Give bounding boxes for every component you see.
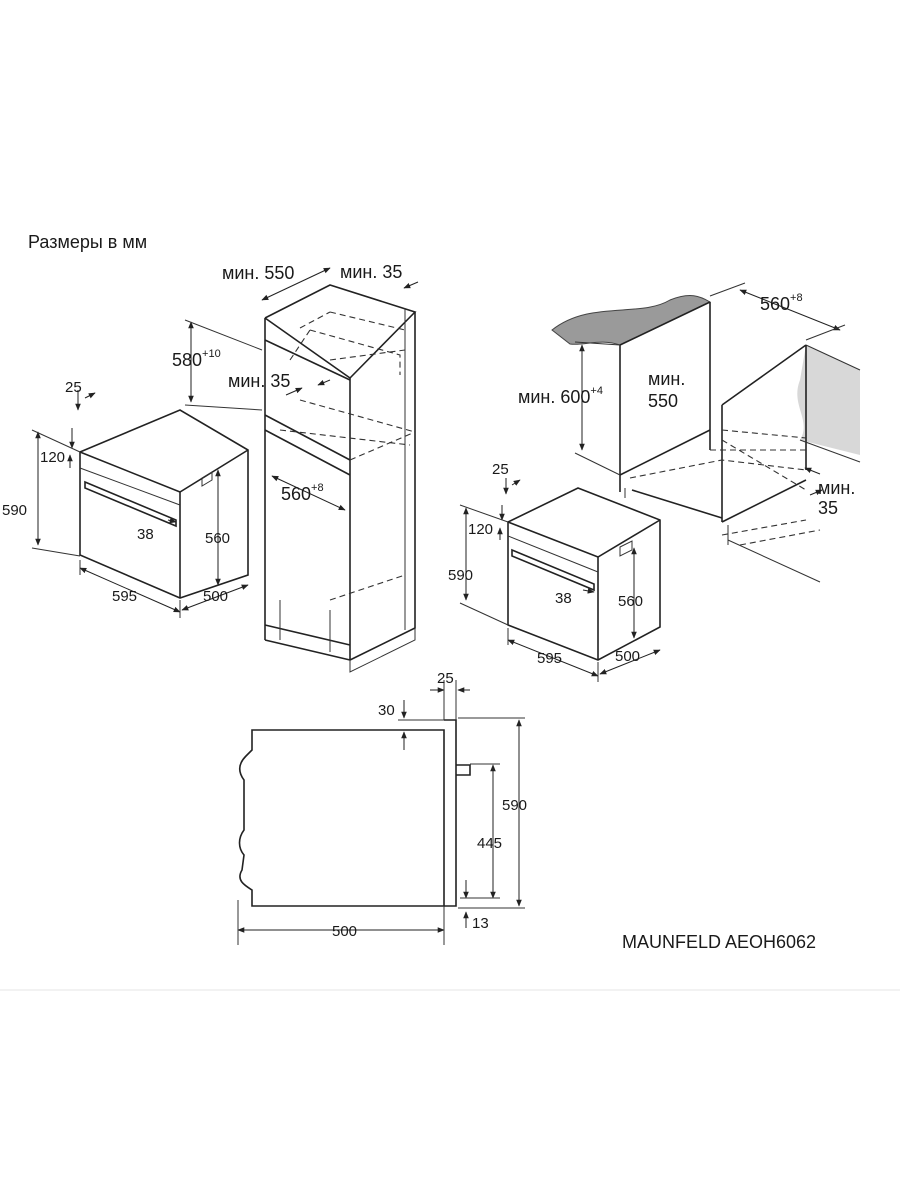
oven-left-500-label: 500 (203, 588, 228, 605)
oven-right (507, 487, 661, 661)
oven-left-120-label: 120 (40, 449, 65, 466)
side-view-dimensions (237, 680, 525, 945)
oven-left-560-label: 560 (205, 530, 230, 547)
undercounter-niche-width-label: 560+8 (760, 292, 803, 314)
undercounter-depth-min-line2: 550 (648, 391, 678, 411)
oven-left-590-label: 590 (2, 502, 27, 519)
diagram-title: Размеры в мм (28, 232, 147, 252)
oven-right-38-label: 38 (555, 590, 572, 607)
oven-left-25-label: 25 (65, 379, 82, 396)
tall-depth-min-label: мин. 550 (222, 263, 294, 283)
oven-side-view (238, 719, 471, 907)
undercounter-niche-height-label: мин. 600+4 (518, 385, 603, 407)
tall-vent-gap-label: мин. 35 (228, 371, 290, 391)
tall-niche-width-label: 560+8 (281, 482, 324, 504)
oven-right-25-label: 25 (492, 461, 509, 478)
tall-niche-height-tolerance: +10 (202, 348, 221, 360)
oven-left-38-label: 38 (137, 526, 154, 543)
tall-cabinet (264, 284, 417, 673)
oven-right-120-label: 120 (468, 521, 493, 538)
oven-right-dimensions (459, 478, 661, 682)
oven-left-595-label: 595 (112, 588, 137, 605)
undercounter-niche-height-tolerance: +4 (590, 385, 603, 397)
undercounter-niche-width-value: 560 (760, 294, 790, 314)
undercounter-side-gap-line1: мин. (818, 478, 855, 498)
oven-right-590-label: 590 (448, 567, 473, 584)
oven-right-500-label: 500 (615, 648, 640, 665)
side-view-25-label: 25 (437, 670, 454, 687)
tall-side-gap-label: мин. 35 (340, 262, 402, 282)
tall-niche-height-label: 580+10 (172, 348, 221, 370)
side-view-445-label: 445 (477, 835, 502, 852)
tall-niche-height-value: 580 (172, 350, 202, 370)
oven-right-560-label: 560 (618, 593, 643, 610)
side-view-13-label: 13 (472, 915, 489, 932)
side-view-30-label: 30 (378, 702, 395, 719)
tall-niche-width-value: 560 (281, 484, 311, 504)
undercounter-niche-width-tolerance: +8 (790, 292, 803, 304)
model-name: MAUNFELD AEOH6062 (622, 932, 816, 952)
undercounter-depth-min-line1: мин. (648, 369, 685, 389)
undercounter-side-gap-line2: 35 (818, 498, 838, 518)
oven-left-dimensions (31, 390, 249, 618)
side-view-590-label: 590 (502, 797, 527, 814)
oven-right-595-label: 595 (537, 650, 562, 667)
tall-niche-width-tolerance: +8 (311, 482, 324, 494)
undercounter-dimensions (574, 282, 846, 496)
side-view-500-label: 500 (332, 923, 357, 940)
oven-left (79, 409, 249, 599)
undercounter-niche-height-value: мин. 600 (518, 387, 590, 407)
tall-cabinet-dimensions (184, 267, 419, 511)
undercounter-installation (551, 295, 861, 583)
